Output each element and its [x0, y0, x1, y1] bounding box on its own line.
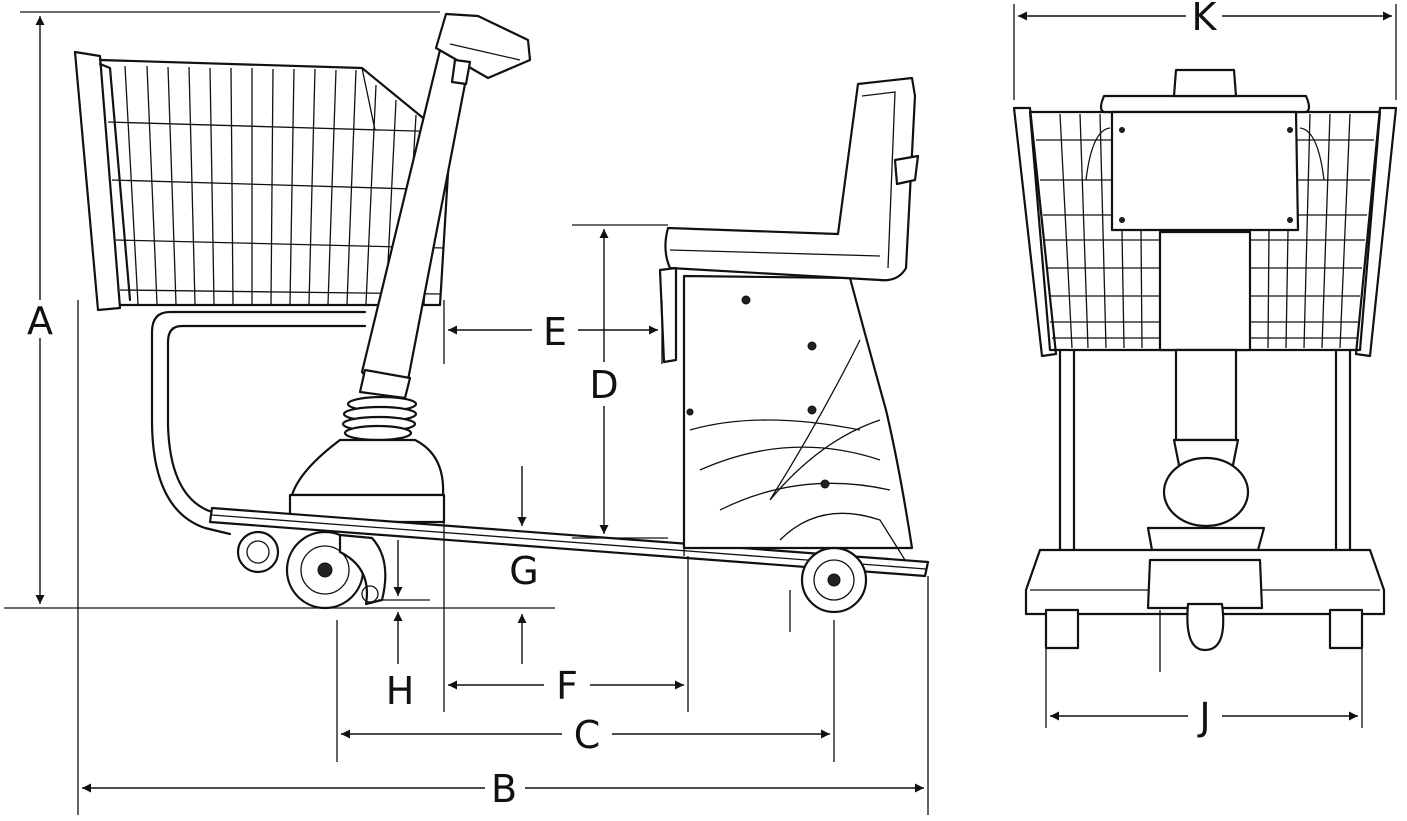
basket-end-panel	[73, 50, 122, 312]
front-base	[1024, 548, 1386, 672]
label-C: C	[574, 713, 601, 757]
motor-housing	[290, 438, 445, 497]
dimension-H: H	[378, 540, 430, 713]
side-view: A B C D	[4, 11, 930, 815]
front-seat-back	[1099, 68, 1311, 232]
dimension-J: J	[1045, 640, 1363, 739]
rear-wheel	[779, 512, 906, 632]
frame-tube	[150, 310, 367, 536]
label-K: K	[1192, 0, 1218, 39]
label-E: E	[543, 310, 567, 354]
dimension-A: A	[20, 11, 440, 604]
floor-deck	[208, 506, 930, 578]
seat-assembly	[658, 76, 920, 550]
steering-column	[288, 48, 472, 524]
front-view: K J	[1012, 0, 1398, 739]
front-wheels	[236, 530, 387, 610]
dimension-D: D	[572, 224, 668, 539]
handlebar-display	[434, 12, 532, 86]
column-bellows	[341, 395, 418, 442]
dimension-F: F	[443, 522, 689, 712]
dimension-E: E	[443, 300, 663, 364]
label-D: D	[589, 363, 618, 407]
basket-right-flare	[1354, 106, 1398, 358]
front-column	[1146, 230, 1266, 552]
seat-cushion	[664, 76, 917, 282]
dimension-B: B	[77, 300, 929, 815]
label-G: G	[509, 549, 538, 593]
dimension-K: K	[1013, 0, 1397, 100]
dimension-G: G	[509, 466, 539, 664]
basket-left-flare	[1012, 106, 1058, 358]
label-F: F	[556, 664, 578, 708]
label-J: J	[1197, 695, 1210, 739]
dimension-C: C	[336, 620, 835, 762]
seat-base	[682, 274, 914, 550]
label-A: A	[27, 299, 53, 343]
label-H: H	[386, 669, 415, 713]
label-B: B	[491, 767, 517, 811]
